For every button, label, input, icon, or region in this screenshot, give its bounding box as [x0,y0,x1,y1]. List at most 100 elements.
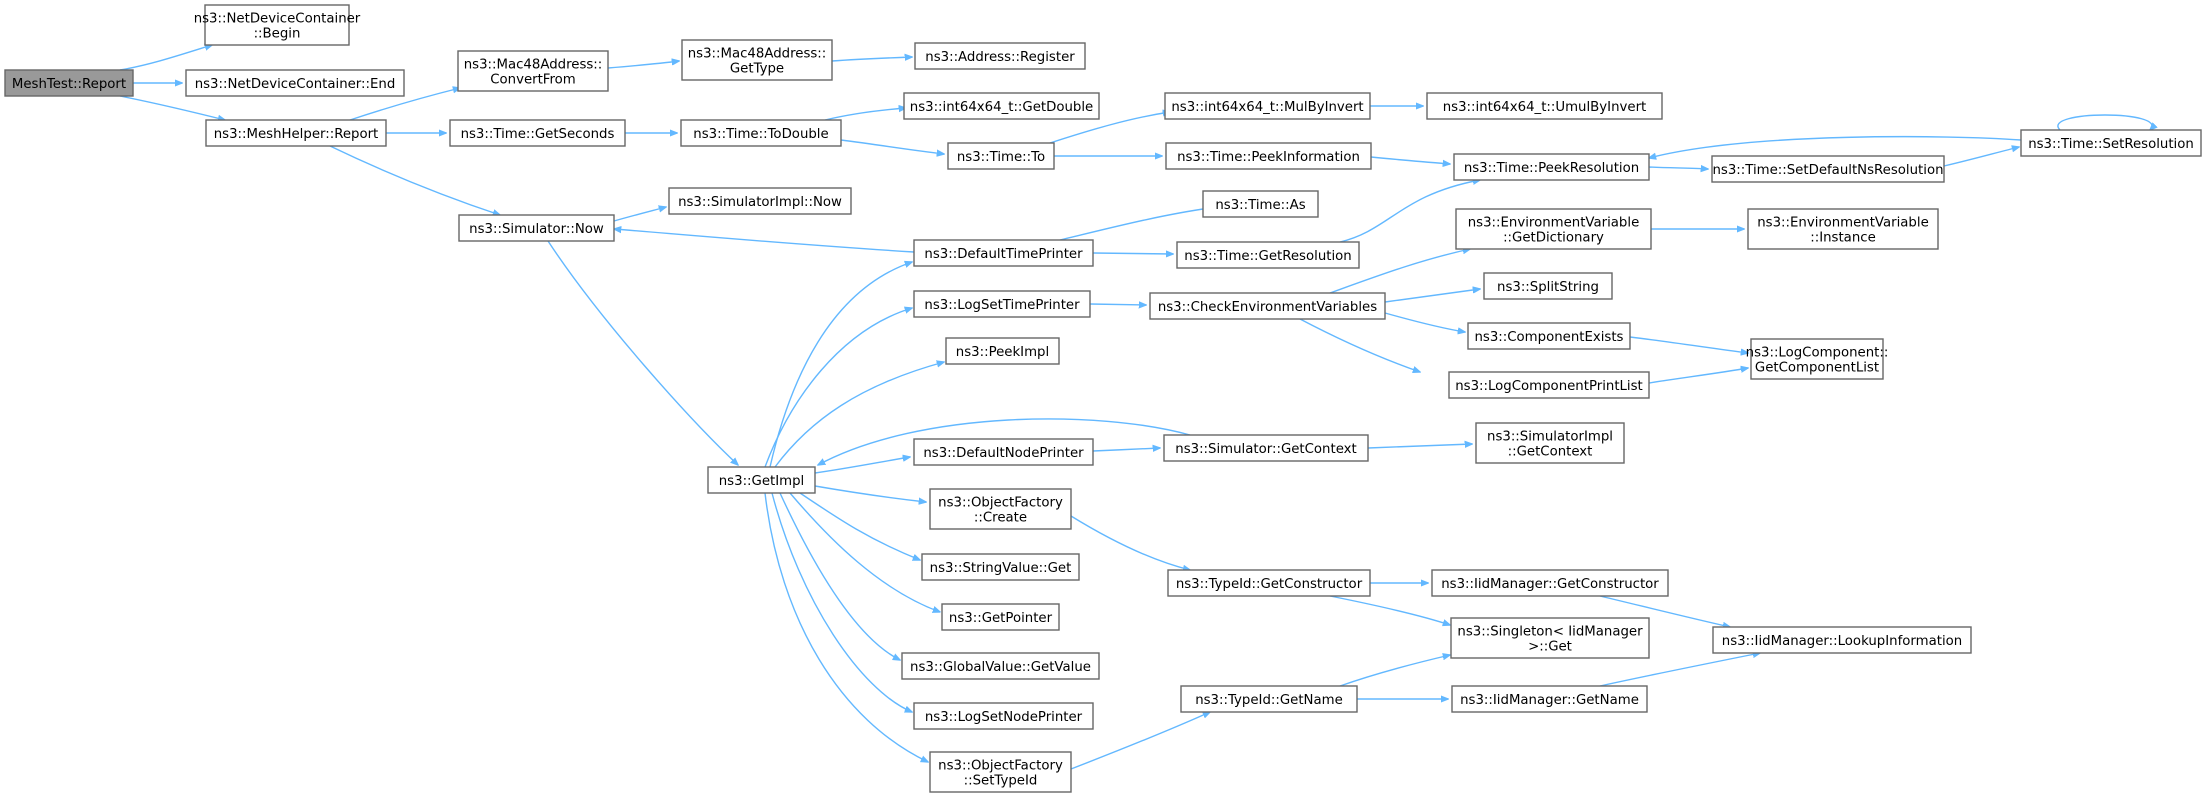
node-n26[interactable]: ns3::EnvironmentVariable::Instance [1747,208,1939,250]
node-n5[interactable]: ns3::Time::GetSeconds [449,119,626,147]
node-n33[interactable]: ns3::Simulator::GetContext [1163,434,1369,462]
node-n2[interactable]: ns3::NetDeviceContainer::End [185,69,405,97]
node-box [1747,208,1939,250]
node-box [913,702,1094,730]
node-box [1167,569,1371,597]
node-box [1164,92,1371,120]
node-box [457,50,609,92]
node-n25[interactable]: ns3::EnvironmentVariable::GetDictionary [1455,208,1652,250]
edge-n11-n12 [1049,112,1170,144]
node-box [1149,292,1386,320]
node-box [945,337,1060,365]
node-n24[interactable]: ns3::CheckEnvironmentVariables [1149,292,1386,320]
node-n45[interactable]: ns3::IidManager::GetName [1451,685,1648,713]
node-box [1455,208,1652,250]
edge-n24-n25 [1329,249,1470,294]
node-n8[interactable]: ns3::Address::Register [914,42,1086,70]
node-label: ::Create [974,511,1027,526]
edge-n3-n6 [329,145,500,215]
node-n36[interactable]: ns3::StringValue::Get [921,553,1080,581]
node-label: ns3::IidManager::LookupInformation [1722,634,1962,649]
node-n9[interactable]: ns3::Time::ToDouble [680,119,842,147]
node-label: ::Begin [254,27,301,42]
node-n27[interactable]: ns3::SplitString [1483,272,1613,300]
node-label: ::Instance [1810,231,1876,246]
edge-n32-n33 [1092,448,1160,451]
node-n22[interactable]: ns3::Time::GetResolution [1176,241,1360,269]
node-n29[interactable]: ns3::LogComponent::GetComponentList [1746,338,1889,380]
node-n18[interactable]: ns3::SimulatorImpl::Now [668,187,852,215]
node-label: ns3::NetDeviceContainer::End [195,77,396,92]
node-n37[interactable]: ns3::GetPointer [941,603,1060,631]
node-label: ns3::Singleton< IidManager [1457,625,1643,640]
node-box [929,488,1072,530]
node-n39[interactable]: ns3::LogSetNodePrinter [913,702,1094,730]
edge-n22-n15 [1339,180,1480,243]
node-label: ns3::ObjectFactory [938,496,1063,511]
node-n43[interactable]: ns3::IidManager::GetConstructor [1431,569,1669,597]
node-n14[interactable]: ns3::Time::PeekInformation [1165,142,1372,170]
node-label: ns3::Time::SetDefaultNsResolution [1712,163,1943,178]
node-n19[interactable]: ns3::GetImpl [707,466,816,494]
node-n40[interactable]: ns3::ObjectFactory::SetTypeId [929,751,1072,793]
node-n12[interactable]: ns3::int64x64_t::MulByInvert [1164,92,1371,120]
node-label: GetType [730,62,784,77]
node-n28[interactable]: ns3::ComponentExists [1467,322,1631,350]
node-label: ns3::ComponentExists [1474,330,1623,345]
node-label: ns3::DefaultNodePrinter [923,446,1084,461]
node-n42[interactable]: ns3::TypeId::GetName [1180,685,1358,713]
edge-n24-n30 [1299,318,1420,372]
node-label: ns3::StringValue::Get [930,561,1072,576]
node-n3[interactable]: ns3::MeshHelper::Report [205,119,387,147]
node-label: ::GetDictionary [1503,231,1604,246]
node-n23[interactable]: ns3::LogSetTimePrinter [913,290,1091,318]
node-box [1467,322,1631,350]
edge-n6-n19 [547,240,738,465]
node-n41[interactable]: ns3::TypeId::GetConstructor [1167,569,1371,597]
node-n16[interactable]: ns3::Time::SetDefaultNsResolution [1711,155,1945,183]
node-n17[interactable]: ns3::Time::SetResolution [2020,129,2202,157]
node-label: ns3::Time::ToDouble [693,127,828,142]
node-n32[interactable]: ns3::DefaultNodePrinter [913,438,1094,466]
node-label: ns3::int64x64_t::MulByInvert [1171,100,1363,115]
node-label: >::Get [1528,640,1572,655]
node-label: ns3::Time::PeekInformation [1177,150,1360,165]
node-label: ns3::Simulator::GetContext [1175,442,1356,457]
node-box [1711,155,1945,183]
node-n0[interactable]: MeshTest::Report [4,69,134,97]
node-n35[interactable]: ns3::ObjectFactory::Create [929,488,1072,530]
node-n44[interactable]: ns3::Singleton< IidManager >::Get [1450,617,1650,659]
node-label: ns3::GetPointer [949,611,1053,626]
node-n46[interactable]: ns3::IidManager::LookupInformation [1712,626,1972,654]
edge-n43-n46 [1599,595,1730,627]
node-n6[interactable]: ns3::Simulator::Now [458,214,615,242]
node-n20[interactable]: ns3::DefaultTimePrinter [913,239,1094,267]
node-n4[interactable]: ns3::Mac48Address::ConvertFrom [457,50,609,92]
edge-n35-n41 [1070,515,1190,570]
node-n1[interactable]: ns3::NetDeviceContainer::Begin [194,4,361,46]
node-n11[interactable]: ns3::Time::To [947,142,1055,170]
node-n38[interactable]: ns3::GlobalValue::GetValue [901,652,1100,680]
node-label: ::GetContext [1508,445,1593,460]
node-n10[interactable]: ns3::int64x64_t::GetDouble [903,92,1100,120]
edge-n41-n44 [1329,595,1450,625]
node-n21[interactable]: ns3::Time::As [1202,190,1319,218]
edge-n19-n38 [779,492,900,660]
edge-n14-n15 [1370,156,1450,164]
node-n30[interactable]: ns3::LogComponentPrintList [1448,371,1650,399]
node-n7[interactable]: ns3::Mac48Address::GetType [681,39,833,81]
node-label: ns3::NetDeviceContainer [194,12,361,27]
node-label: ns3::ObjectFactory [938,759,1063,774]
edge-n19-n37 [789,492,940,612]
node-label: ns3::LogComponent:: [1746,346,1889,361]
edge-n0-n1 [119,45,212,71]
node-n15[interactable]: ns3::Time::PeekResolution [1453,153,1650,181]
edge-n19-n23 [764,308,912,468]
node-label: ns3::EnvironmentVariable [1757,216,1929,231]
edge-n20-n6 [614,229,915,253]
node-n31[interactable]: ns3::PeekImpl [945,337,1060,365]
node-box [913,290,1091,318]
node-n34[interactable]: ns3::SimulatorImpl::GetContext [1475,422,1625,464]
node-n13[interactable]: ns3::int64x64_t::UmulByInvert [1426,92,1663,120]
